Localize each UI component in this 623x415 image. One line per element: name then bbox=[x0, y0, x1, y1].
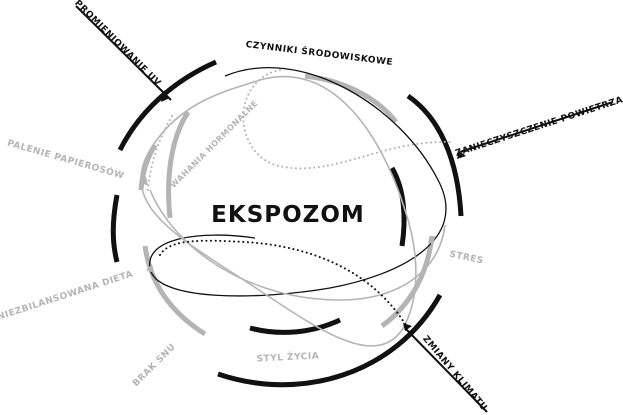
label-sleep: BRAK SNU bbox=[131, 342, 178, 389]
orbit-dark-ellipse bbox=[149, 67, 447, 297]
arrowhead-air bbox=[457, 151, 466, 159]
inner-arc-diet bbox=[142, 245, 207, 337]
outer-arc-uv bbox=[117, 59, 218, 152]
label-smoking: PALENIE PAPIEROSÓW bbox=[6, 137, 126, 182]
outer-arc-bottom bbox=[217, 293, 443, 388]
label-stress: STRES bbox=[448, 250, 484, 267]
outer-arc-left bbox=[110, 194, 120, 263]
inner-arc-lifestyle bbox=[249, 317, 342, 335]
arrowhead-uv bbox=[161, 92, 170, 102]
inner-arc-env bbox=[304, 73, 398, 124]
orbit-dotted-dark bbox=[159, 239, 411, 333]
inner-arc-hormones bbox=[166, 110, 191, 219]
ray-air bbox=[459, 101, 614, 153]
label-lifestyle: STYL ŻYCIA bbox=[256, 350, 319, 364]
label-env: CZYNNIKI ŚRODOWISKOWE bbox=[245, 38, 394, 68]
inner-arc-stress bbox=[380, 235, 435, 329]
label-uv: PROMIENIOWANIE UV bbox=[72, 0, 162, 89]
arrowhead-smoking bbox=[140, 176, 148, 186]
label-hormones: WAHANIA HORMONALNE bbox=[169, 99, 260, 190]
ray-uv bbox=[75, 5, 172, 101]
ray-climate bbox=[404, 327, 488, 413]
label-climate: ZMIANY KLIMATU bbox=[420, 334, 489, 413]
center-title: EKSPOZOM bbox=[211, 202, 365, 228]
arrowhead-diet bbox=[146, 264, 154, 273]
orbit-dotted-grey-top bbox=[242, 69, 451, 170]
orbit-grey-lower bbox=[149, 189, 446, 301]
label-air: ZANIECZYSZCZENIE POWIETRZA bbox=[454, 95, 623, 159]
outer-arc-right bbox=[406, 93, 464, 217]
label-diet: NIEZBILANSOWANA DIETA bbox=[0, 269, 135, 322]
arrowhead-stress bbox=[428, 236, 436, 245]
orbit-grey-large bbox=[140, 75, 417, 347]
